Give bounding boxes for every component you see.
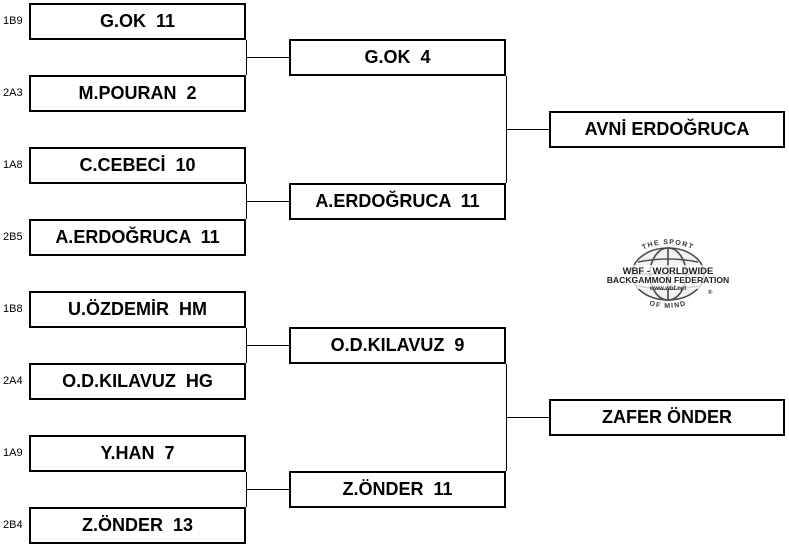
match-box-round1: U.ÖZDEMİR HM — [29, 291, 246, 328]
match-box-round1: A.ERDOĞRUCA 11 — [29, 219, 246, 256]
bracket-connector — [246, 489, 289, 490]
bracket-connector — [246, 57, 289, 58]
logo-registered-mark: ® — [708, 289, 713, 296]
match-box-round1: G.OK 11 — [29, 3, 246, 40]
match-box-round1: Y.HAN 7 — [29, 435, 246, 472]
bracket-connector — [246, 201, 289, 202]
logo-arc-bottom: OF MIND — [649, 300, 688, 310]
match-box-round3: AVNİ ERDOĞRUCA — [549, 111, 785, 148]
seed-label: 2A3 — [3, 87, 23, 99]
match-box-round2: A.ERDOĞRUCA 11 — [289, 183, 506, 220]
match-box-round3: ZAFER ÖNDER — [549, 399, 785, 436]
seed-label: 1B9 — [3, 15, 23, 27]
match-box-round1: Z.ÖNDER 13 — [29, 507, 246, 544]
bracket-connector — [506, 129, 549, 130]
seed-label: 1B8 — [3, 303, 23, 315]
match-box-round1: O.D.KILAVUZ HG — [29, 363, 246, 400]
match-box-round1: C.CEBECİ 10 — [29, 147, 246, 184]
logo-line-1: WBF - WORLDWIDE — [623, 266, 714, 277]
match-box-round2: O.D.KILAVUZ 9 — [289, 327, 506, 364]
bracket-connector — [506, 417, 549, 418]
bracket-connector — [246, 345, 289, 346]
seed-label: 2A4 — [3, 375, 23, 387]
seed-label: 2B4 — [3, 519, 23, 531]
seed-label: 2B5 — [3, 231, 23, 243]
match-box-round2: Z.ÖNDER 11 — [289, 471, 506, 508]
match-box-round2: G.OK 4 — [289, 39, 506, 76]
logo-line-2: BACKGAMMON FEDERATION — [607, 275, 730, 285]
logo-url: www.wbf.net — [649, 286, 686, 292]
match-box-round1: M.POURAN 2 — [29, 75, 246, 112]
seed-label: 1A8 — [3, 159, 23, 171]
wbf-logo: THE SPORT WBF - WORLDWIDE BACKGAMMON FED… — [604, 239, 732, 310]
seed-label: 1A9 — [3, 447, 23, 459]
